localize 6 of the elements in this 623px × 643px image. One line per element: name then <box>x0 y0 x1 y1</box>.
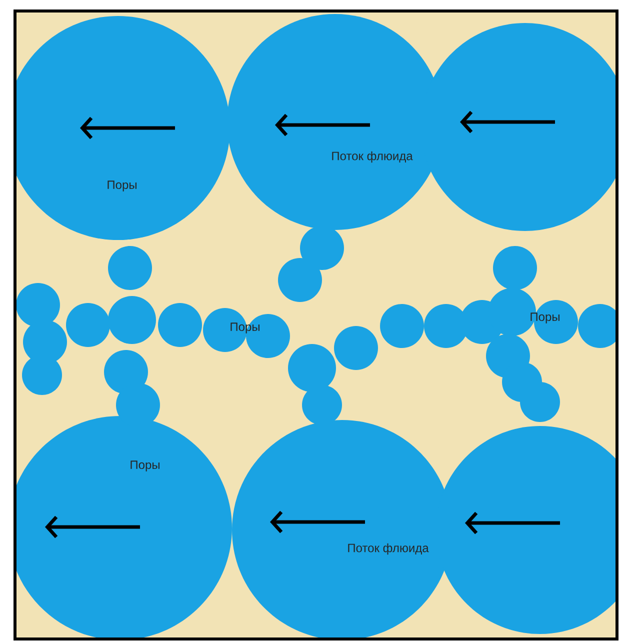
label-text: Поры <box>108 180 136 192</box>
label-text: Поры <box>230 322 260 334</box>
label-text: Поры <box>130 460 160 472</box>
label-text: Поток флюида <box>348 543 429 555</box>
label-text: Поток флюида <box>332 151 413 163</box>
label-text: Поры <box>530 312 560 324</box>
